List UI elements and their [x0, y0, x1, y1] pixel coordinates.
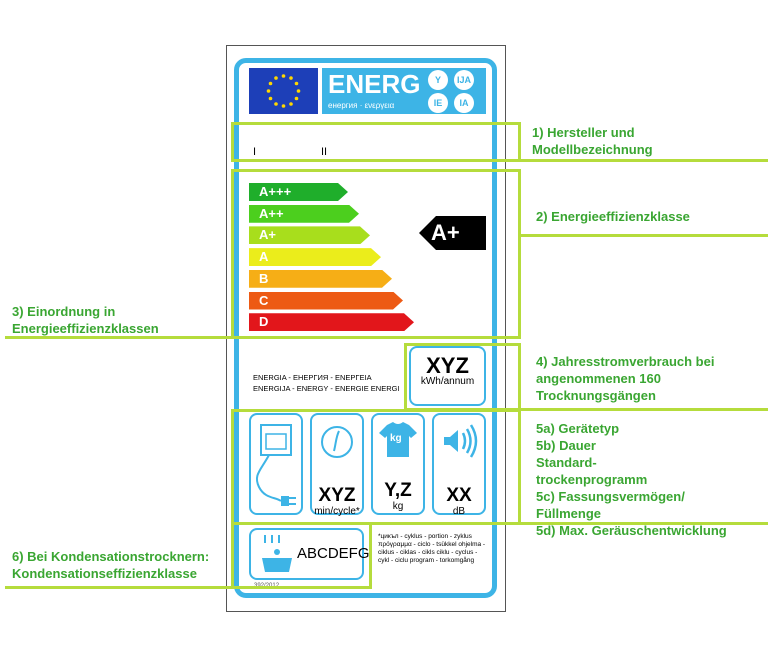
noise-box: XX dB — [432, 413, 486, 517]
cycle-unit: min/cycle* — [314, 506, 360, 517]
energy-class-bar: A+++ — [249, 183, 348, 201]
annotation-5a: 5a) Gerätetyp — [536, 421, 620, 436]
annotation-5d: 5d) Max. Geräuschentwicklung — [536, 523, 727, 538]
highlight-box-4 — [404, 343, 521, 411]
dryer-plug-icon — [255, 424, 296, 506]
eu-star-icon — [266, 89, 271, 93]
eu-star-icon — [289, 76, 293, 80]
energy-class-bar: A++ — [249, 205, 359, 223]
annotation-1: 1) Hersteller und Modellbezeichnung — [532, 125, 653, 157]
dryer-type-box — [249, 413, 303, 515]
capacity-box: kg Y,Z kg — [371, 413, 425, 515]
eu-star-icon — [274, 76, 278, 80]
condensation-class: ABCDEFG — [297, 545, 370, 562]
capacity-unit: kg — [392, 501, 404, 512]
eu-star-icon — [274, 102, 278, 106]
kg-icon-text: kg — [390, 433, 402, 444]
leader-line-6 — [5, 586, 231, 589]
energy-class-bar: C — [249, 292, 403, 310]
annotation-2: 2) Energieeffizienzklasse — [536, 209, 690, 224]
noise-value: XX — [446, 485, 472, 506]
energ-title: ENERG — [328, 69, 421, 99]
manufacturer-field: I — [253, 146, 257, 158]
energy-class-bar: D — [249, 313, 414, 331]
eu-star-icon — [294, 96, 299, 101]
eu-star-icon — [268, 96, 273, 101]
condensation-box: ABCDEFG — [249, 528, 370, 580]
consumption-value: XYZ — [426, 353, 469, 378]
eu-flag — [249, 68, 318, 114]
leader-line-4 — [521, 408, 768, 411]
cycle-time-box: XYZ min/cycle* — [310, 413, 364, 517]
highlight-box-2 — [231, 169, 521, 339]
energy-class-bar: A — [249, 248, 381, 266]
annotation-4: 4) Jahresstromverbrauch bei angenommenen… — [536, 354, 715, 403]
model-field: II — [321, 146, 328, 158]
eu-star-icon — [289, 102, 293, 106]
consumption-unit: kWh/annum — [420, 376, 475, 387]
eu-star-icon — [281, 104, 286, 108]
leader-line-2 — [521, 234, 768, 237]
language-circle: IJA — [454, 70, 474, 90]
annotation-3: 3) Einordnung in Energieeffizienzklassen — [12, 304, 159, 336]
label-border — [234, 58, 497, 598]
annotation-6: 6) Bei Kondensationstrocknern: Kondensat… — [12, 549, 210, 581]
capacity-value: Y,Z — [384, 480, 412, 501]
annotation-5: 5a) Gerätetyp 5b) Dauer Standard-trocken… — [536, 420, 761, 539]
eu-star-icon — [268, 81, 273, 86]
label-frame — [226, 45, 506, 612]
eu-star-icon — [296, 89, 301, 93]
annotation-5c: 5c) Fassungsvermögen/ Füllmenge — [536, 489, 685, 521]
highlight-box-1 — [231, 122, 521, 162]
leader-line-3 — [5, 336, 231, 339]
energy-words: ENERGIA - ЕНЕРГИЯ - ΕΝΕΡΓΕΙΑ ENERGIJA - … — [253, 373, 400, 393]
cycle-value: XYZ — [318, 485, 356, 506]
energ-subtitle: енергия · ενεργεια — [328, 101, 395, 110]
clock-icon — [321, 426, 353, 458]
energy-header: ENERG енергия · ενεργεια Y IJA IE IA — [322, 68, 486, 114]
condensation-icon — [262, 535, 292, 572]
leader-line-1 — [521, 159, 768, 162]
language-circle: Y — [428, 70, 448, 90]
noise-unit: dB — [452, 506, 466, 517]
language-circle: IA — [454, 93, 474, 113]
speaker-icon — [444, 424, 478, 458]
footnote: *цикъл - cyklus - portion - zyklus πρόγρ… — [378, 533, 486, 564]
annotation-5b: 5b) Dauer Standard-trockenprogramm — [536, 438, 648, 487]
eu-star-icon — [281, 74, 286, 78]
eu-star-icon — [294, 81, 299, 86]
highlight-box-6 — [231, 522, 372, 589]
language-circle: IE — [428, 93, 448, 113]
tshirt-icon: kg — [373, 415, 423, 465]
energy-class-bar: A+ — [249, 226, 370, 244]
leader-line-5 — [521, 522, 768, 525]
consumption-box: XYZ kWh/annum — [409, 346, 486, 406]
energy-class-bar: B — [249, 270, 392, 288]
highlight-box-5 — [231, 409, 521, 525]
